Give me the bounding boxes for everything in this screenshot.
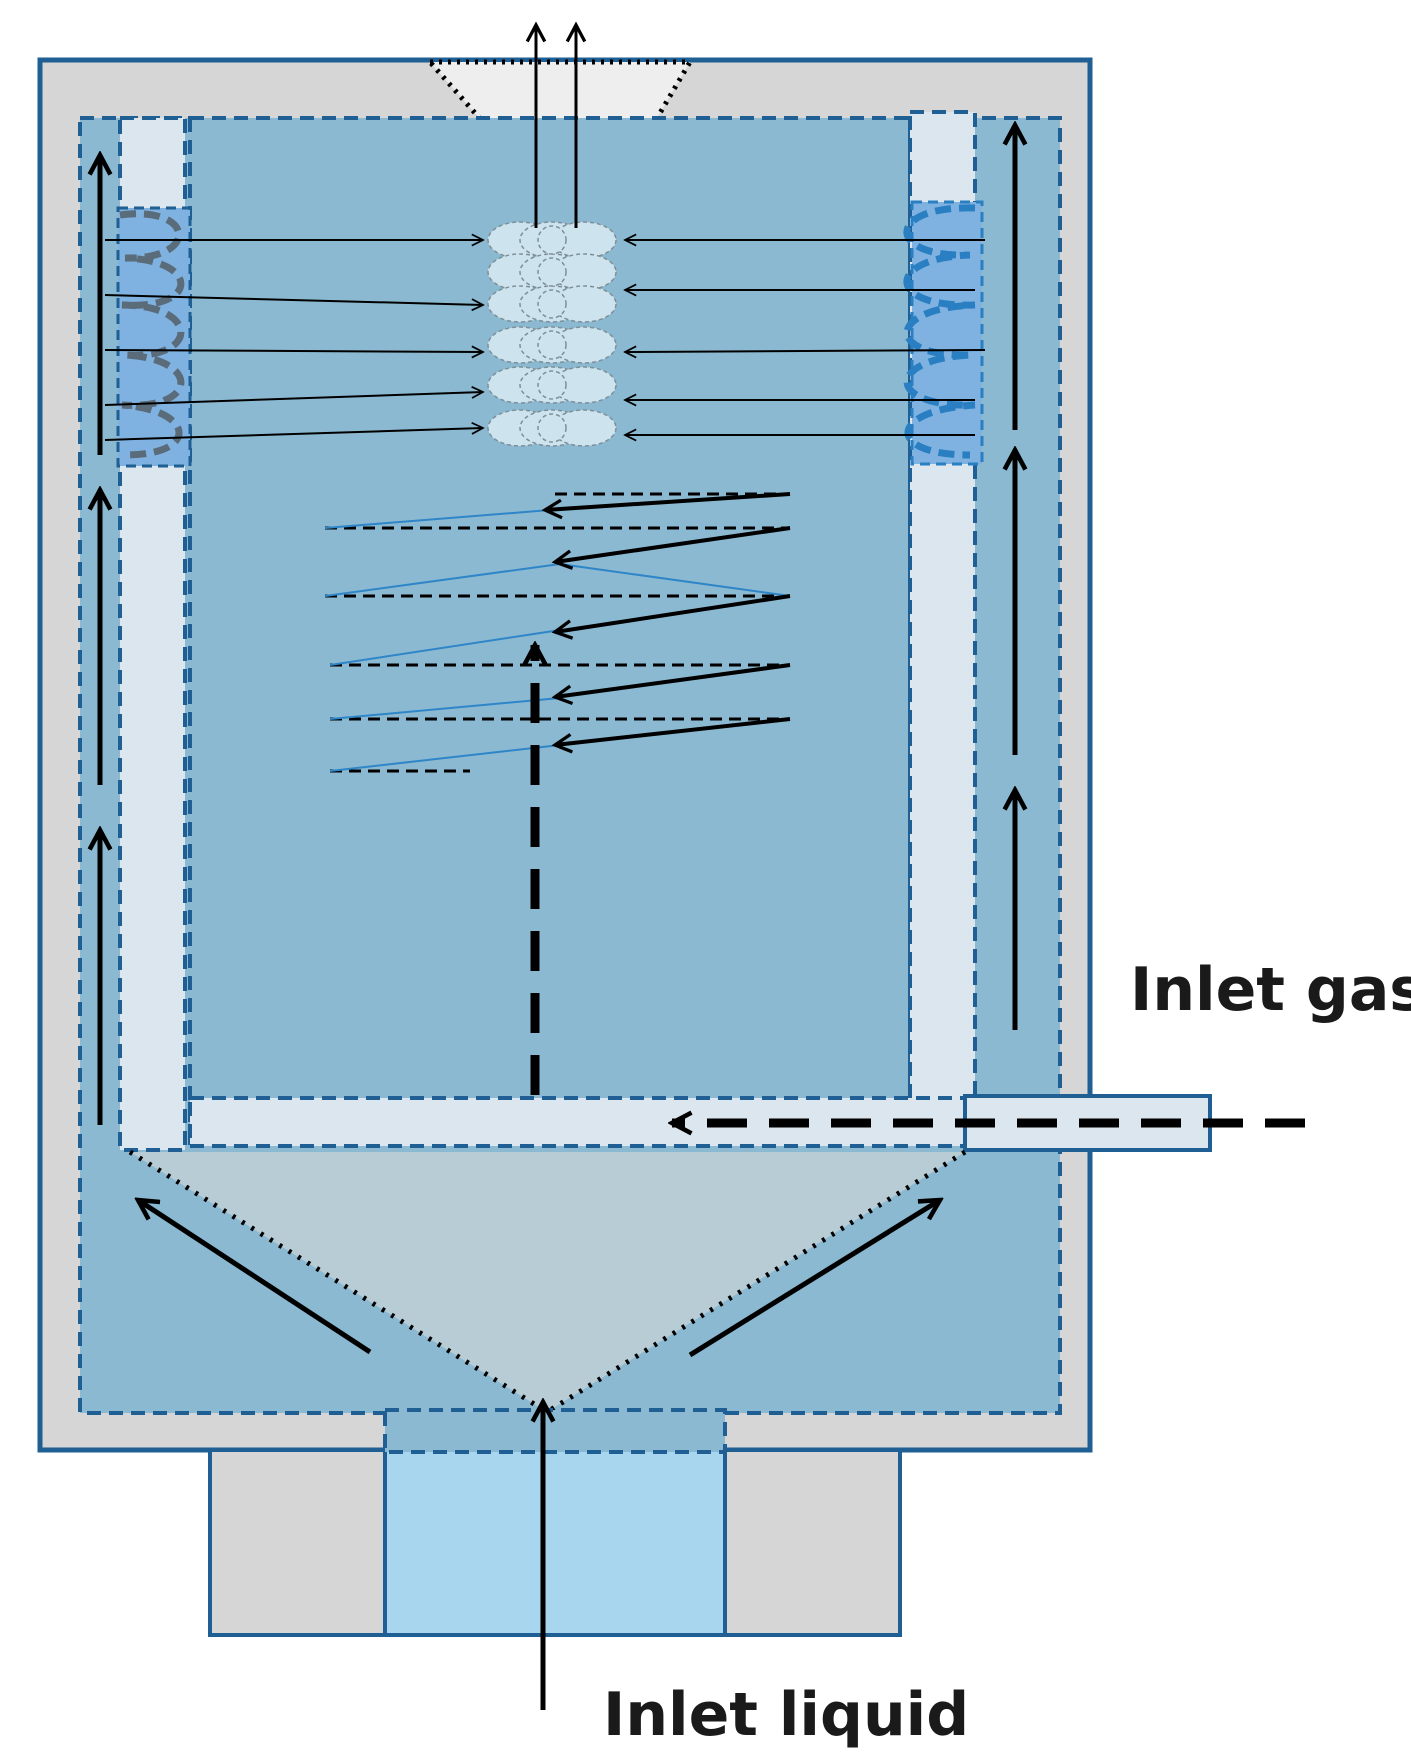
- inlet-gas-label: Inlet gas: [1130, 955, 1411, 1025]
- base-left-block: [208, 1448, 387, 1637]
- right-cooling-coil: [903, 200, 984, 466]
- left-radial-arrows: [104, 240, 483, 441]
- base-right-block: [723, 1448, 902, 1637]
- gas-outlet-arrows: [536, 25, 576, 228]
- gas-outlet-nozzle: [424, 59, 695, 133]
- distribution-cone: [130, 1152, 965, 1412]
- inlet-liquid-label: Inlet liquid: [603, 1680, 969, 1750]
- left-cooling-coil: [116, 206, 192, 468]
- bubble-cluster: [487, 221, 617, 447]
- cone-diverging-arrows: [138, 1200, 940, 1358]
- liquid-inlet-throat: [383, 1408, 727, 1454]
- liquid-inlet-channel: [383, 1448, 727, 1637]
- right-radial-arrows: [625, 240, 986, 435]
- cone-left-edge: [128, 1149, 549, 1415]
- mixing-streaks: [324, 492, 791, 773]
